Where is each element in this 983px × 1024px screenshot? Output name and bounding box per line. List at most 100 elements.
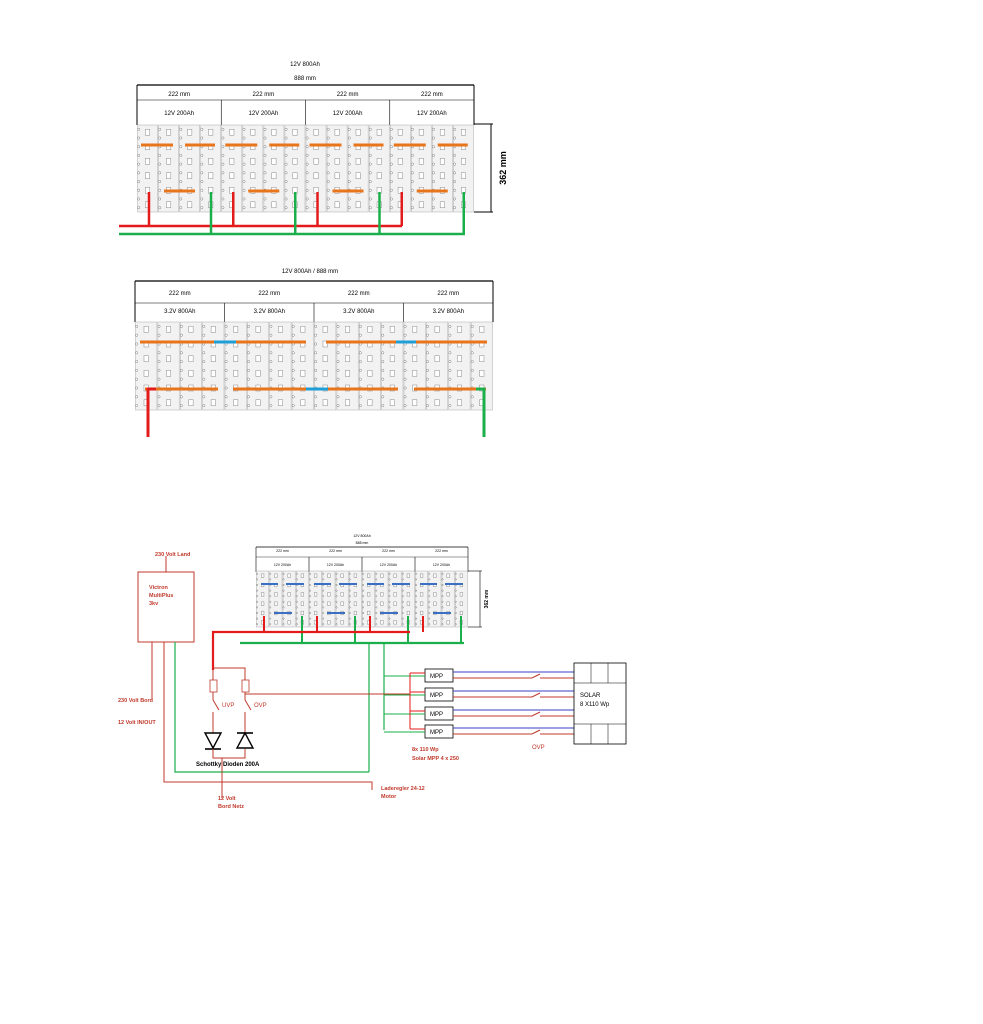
cell-vent-icon	[470, 395, 474, 399]
cell-vent-icon	[305, 206, 309, 210]
cell-vent-icon	[221, 154, 225, 157]
cell-vent-icon	[368, 206, 372, 210]
cell-vent-icon	[368, 197, 372, 201]
cell-vent-icon	[361, 572, 364, 575]
cell-vent-icon	[389, 171, 393, 175]
cell-vent-icon	[322, 595, 325, 598]
cell-vent-icon	[282, 600, 285, 603]
cell-vent-icon	[282, 589, 285, 592]
cell-vent-icon	[326, 188, 330, 192]
cell-vent-icon	[454, 572, 457, 575]
cell-vent-icon	[179, 377, 183, 381]
cell-vent-icon	[336, 333, 340, 337]
cell-vent-icon	[454, 595, 457, 598]
cell-vent-icon	[432, 171, 435, 175]
cell-vent-icon	[255, 612, 258, 614]
cell-vent-icon	[200, 127, 204, 131]
cell-vent-icon	[428, 617, 431, 620]
battery-cell	[326, 124, 348, 213]
cell-vent-icon	[401, 623, 404, 626]
cell-vent-icon	[157, 360, 161, 364]
cell-terminal-icon	[355, 201, 361, 208]
cell-vent-icon	[284, 127, 288, 131]
cell-terminal-icon	[255, 370, 261, 377]
cell-terminal-icon	[334, 158, 340, 165]
ovp-signal-wire	[245, 685, 411, 695]
cell-terminal-icon	[322, 355, 328, 362]
cell-vent-icon	[282, 595, 285, 598]
cell-terminal-icon	[380, 573, 384, 578]
cell-vent-icon	[202, 368, 206, 372]
cell-terminal-icon	[367, 573, 371, 578]
cell-vent-icon	[389, 188, 393, 192]
battery-cell	[381, 321, 404, 411]
cell-vent-icon	[202, 360, 206, 364]
cell-vent-icon	[295, 572, 298, 575]
cell-vent-icon	[448, 404, 452, 408]
cell-vent-icon	[335, 606, 338, 609]
cell-vent-icon	[375, 623, 378, 626]
cell-terminal-icon	[327, 573, 331, 578]
cell-vent-icon	[448, 324, 452, 328]
cell-vent-icon	[441, 623, 444, 626]
cell-vent-icon	[410, 154, 414, 157]
cell-vent-icon	[441, 584, 444, 586]
cell-terminal-icon	[439, 158, 445, 165]
cell-terminal-icon	[412, 370, 418, 377]
cell-terminal-icon	[439, 129, 445, 136]
cell-vent-icon	[314, 368, 318, 372]
cell-terminal-icon	[322, 370, 328, 377]
cell-vent-icon	[414, 578, 417, 581]
cell-vent-icon	[448, 351, 452, 355]
cell-vent-icon	[453, 180, 456, 184]
cell-vent-icon	[326, 136, 330, 140]
cell-vent-icon	[389, 206, 393, 210]
cell-vent-icon	[347, 127, 351, 131]
cell-terminal-icon	[439, 172, 445, 179]
cell-vent-icon	[263, 145, 267, 149]
cell-vent-icon	[361, 617, 364, 620]
cell-terminal-icon	[300, 355, 306, 362]
solar-label-1: SOLAR	[580, 693, 601, 699]
cell-vent-icon	[414, 606, 417, 609]
cell-vent-icon	[432, 180, 435, 184]
cell-vent-icon	[347, 180, 351, 184]
cell-terminal-icon	[287, 573, 291, 578]
cell-vent-icon	[247, 351, 250, 355]
cell-vent-icon	[308, 584, 311, 586]
cell-terminal-icon	[261, 601, 265, 606]
cell-vent-icon	[282, 572, 285, 575]
cell-terminal-icon	[229, 172, 235, 179]
battery-cell	[426, 321, 449, 411]
cell-vent-icon	[135, 386, 139, 390]
cell-vent-icon	[224, 404, 228, 408]
group-capacity-label: 12V 200Ah	[249, 111, 279, 117]
cell-vent-icon	[389, 180, 393, 184]
cell-vent-icon	[247, 395, 250, 399]
cell-vent-icon	[375, 612, 378, 614]
cell-vent-icon	[284, 188, 288, 192]
cell-vent-icon	[358, 395, 362, 399]
cell-vent-icon	[137, 171, 141, 175]
cell-vent-icon	[200, 188, 204, 192]
cell-terminal-icon	[166, 326, 172, 333]
cell-vent-icon	[322, 578, 325, 581]
cell-vent-icon	[202, 395, 206, 399]
cell-terminal-icon	[271, 201, 277, 208]
cell-vent-icon	[269, 617, 272, 620]
cell-vent-icon	[410, 136, 414, 140]
cell-vent-icon	[347, 197, 351, 201]
cell-terminal-icon	[340, 573, 344, 578]
cell-vent-icon	[388, 600, 391, 603]
cell-terminal-icon	[166, 172, 172, 179]
cell-terminal-icon	[250, 158, 256, 165]
cell-terminal-icon	[300, 601, 304, 606]
cell-vent-icon	[470, 360, 474, 364]
cell-vent-icon	[414, 584, 417, 586]
cell-vent-icon	[157, 333, 161, 337]
inverter-label-1: Victron	[149, 585, 168, 591]
cell-terminal-icon	[300, 370, 306, 377]
battery-cell	[336, 321, 359, 411]
cell-vent-icon	[269, 572, 272, 575]
